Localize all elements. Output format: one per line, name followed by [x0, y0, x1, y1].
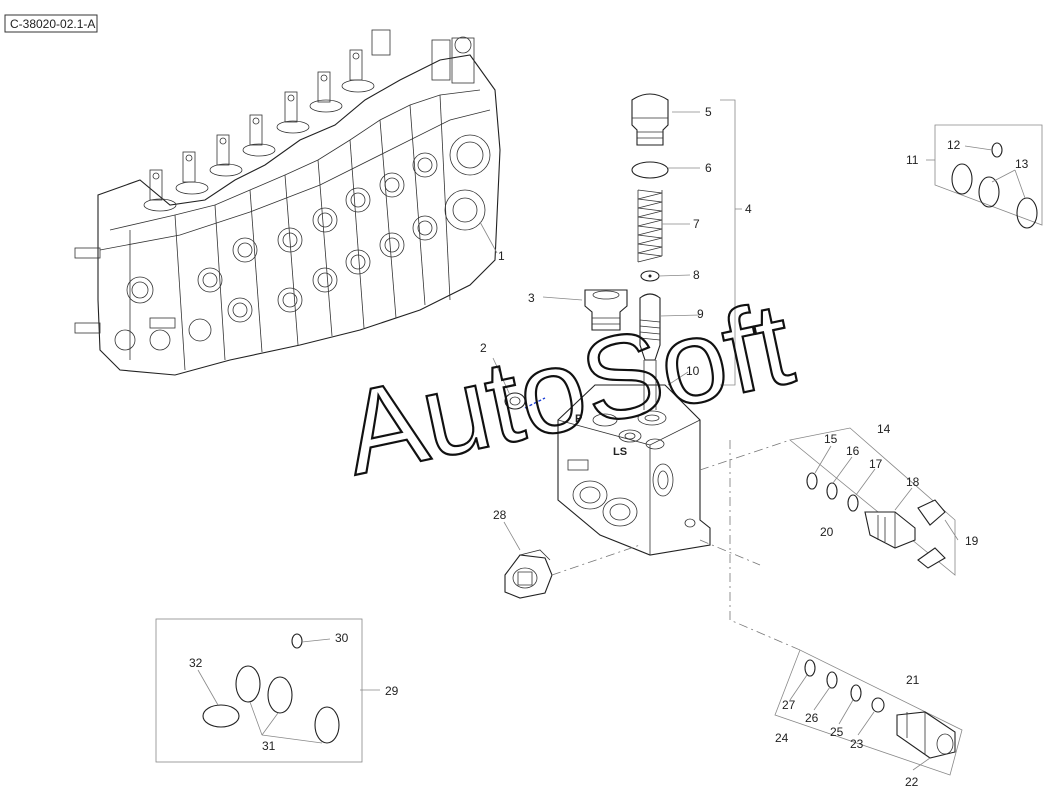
callout-2: 2 — [480, 341, 487, 355]
callout-23: 23 — [850, 737, 864, 751]
callout-25: 25 — [830, 725, 844, 739]
callout-22: 22 — [905, 775, 919, 789]
small-plug — [504, 392, 546, 410]
plug-28 — [504, 549, 553, 599]
callout-32: 32 — [189, 656, 203, 670]
callout-15: 15 — [824, 432, 838, 446]
callout-29: 29 — [385, 684, 399, 698]
callout-28: 28 — [493, 508, 507, 522]
callout-19: 19 — [965, 534, 979, 548]
callout-1: 1 — [498, 249, 505, 263]
callout-8: 8 — [693, 268, 700, 282]
seal-kit-29 — [155, 618, 363, 763]
seal-kit-11 — [934, 124, 1043, 229]
cartridge-21 — [774, 649, 963, 776]
callout-17: 17 — [869, 457, 883, 471]
callout-7: 7 — [693, 217, 700, 231]
port-ls-label: LS — [613, 446, 627, 458]
callout-20: 20 — [820, 525, 834, 539]
callout-4: 4 — [745, 202, 752, 216]
port-p-label: P — [575, 413, 582, 425]
callout-9: 9 — [697, 307, 704, 321]
relief-valve-stack — [584, 93, 669, 410]
relief-valve-body: P LS — [557, 384, 711, 556]
callout-12: 12 — [947, 138, 961, 152]
callout-18: 18 — [906, 475, 920, 489]
drawing-id-box: C-38020-02.1-A — [4, 14, 98, 33]
callout-6: 6 — [705, 161, 712, 175]
callout-24: 24 — [775, 731, 789, 745]
callout-11: 11 — [906, 153, 919, 167]
callout-5: 5 — [705, 105, 712, 119]
control-valve-bank — [74, 29, 501, 376]
callout-16: 16 — [846, 444, 860, 458]
leader-lines — [197, 99, 1026, 771]
callout-13: 13 — [1015, 157, 1029, 171]
callout-21: 21 — [906, 673, 920, 687]
callout-31: 31 — [262, 739, 276, 753]
callout-30: 30 — [335, 631, 349, 645]
drawing-id: C-38020-02.1-A — [10, 17, 95, 31]
callout-26: 26 — [805, 711, 819, 725]
cartridge-14 — [789, 427, 956, 576]
callout-27: 27 — [782, 698, 796, 712]
callout-labels: 1 2 3 4 5 6 7 8 9 10 11 12 13 14 15 16 1… — [189, 105, 1029, 789]
callout-3: 3 — [528, 291, 535, 305]
callout-14: 14 — [877, 422, 891, 436]
callout-10: 10 — [686, 364, 700, 378]
